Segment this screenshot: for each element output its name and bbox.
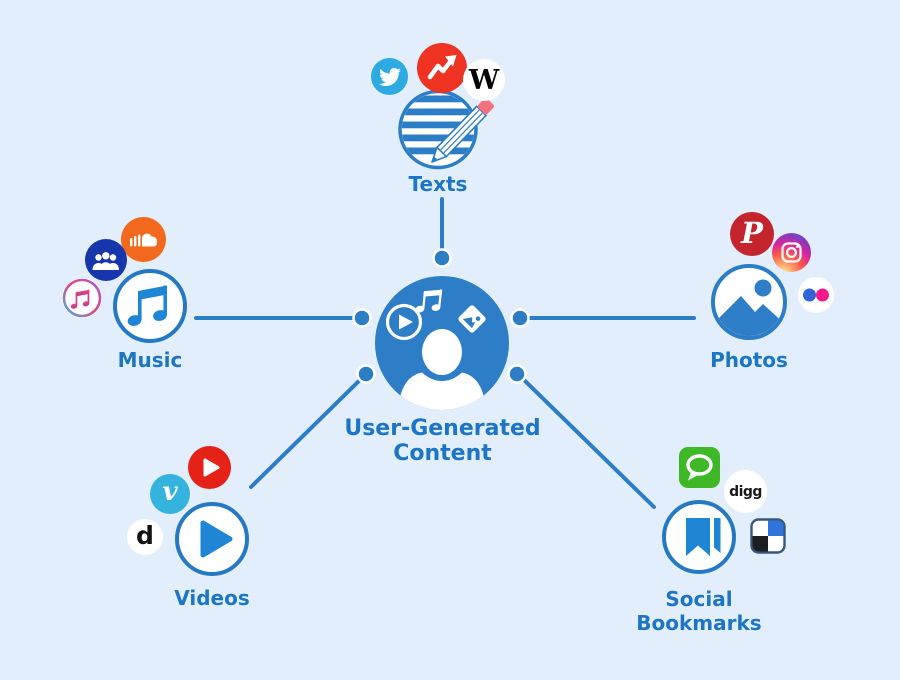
dot-videos <box>356 364 376 384</box>
connector-videos <box>249 375 365 489</box>
chat-bubble-icon <box>679 447 720 488</box>
play-icon <box>200 520 233 558</box>
hub-title-line2: Content <box>393 441 492 466</box>
music-label: Music <box>117 348 183 372</box>
bookmark-ribbon-icon <box>686 518 721 556</box>
texts-node-icon <box>388 78 518 198</box>
person-icon <box>398 329 486 410</box>
flickr-icon <box>798 277 834 313</box>
buzzfeed-icon <box>417 43 467 93</box>
videos-node-icon <box>175 502 249 576</box>
videos-label: Videos <box>174 586 250 610</box>
youtube-icon <box>188 446 231 489</box>
music-node-icon <box>113 269 187 343</box>
dailymotion-icon: d <box>127 519 163 555</box>
myspace-icon <box>85 239 127 281</box>
digg-wordmark: digg <box>729 483 762 500</box>
mountain-shape <box>715 279 783 336</box>
connector-bookmarks <box>519 375 656 509</box>
dot-photos <box>510 308 530 328</box>
soundcloud-icon <box>121 217 166 262</box>
itunes-icon <box>62 278 102 318</box>
bookmarks-label: Social Bookmarks <box>609 587 789 635</box>
digg-icon: digg <box>724 470 767 513</box>
music-note-icon <box>415 289 443 313</box>
hub-icons <box>385 289 486 410</box>
dot-bookmarks <box>507 364 527 384</box>
hub-circle <box>375 276 509 410</box>
wikipedia-w: W <box>468 64 500 96</box>
vimeo-v: v <box>162 477 178 507</box>
hub-title: User-Generated Content <box>302 416 583 466</box>
hub-title-line1: User-Generated <box>344 416 541 441</box>
pinterest-icon: P <box>730 212 774 256</box>
photo-icon <box>458 305 486 333</box>
texts-label: Texts <box>408 172 468 196</box>
photos-node-icon <box>711 264 787 340</box>
wikipedia-icon: W <box>463 59 505 101</box>
delicious-icon <box>750 518 786 554</box>
instagram-icon <box>772 233 811 272</box>
pencil-icon <box>431 98 494 163</box>
vimeo-icon: v <box>150 474 190 514</box>
dot-texts <box>432 248 452 268</box>
photos-label: Photos <box>710 348 788 372</box>
dailymotion-d: d <box>136 521 154 550</box>
play-icon <box>385 303 423 341</box>
bookmarks-label-line2: Bookmarks <box>636 611 762 635</box>
bookmarks-label-line1: Social <box>665 587 733 611</box>
pinterest-p: P <box>741 215 763 250</box>
music-note-icon <box>127 285 167 326</box>
dot-music <box>352 308 372 328</box>
twitter-icon <box>371 58 408 95</box>
bookmarks-node-icon <box>662 500 736 574</box>
